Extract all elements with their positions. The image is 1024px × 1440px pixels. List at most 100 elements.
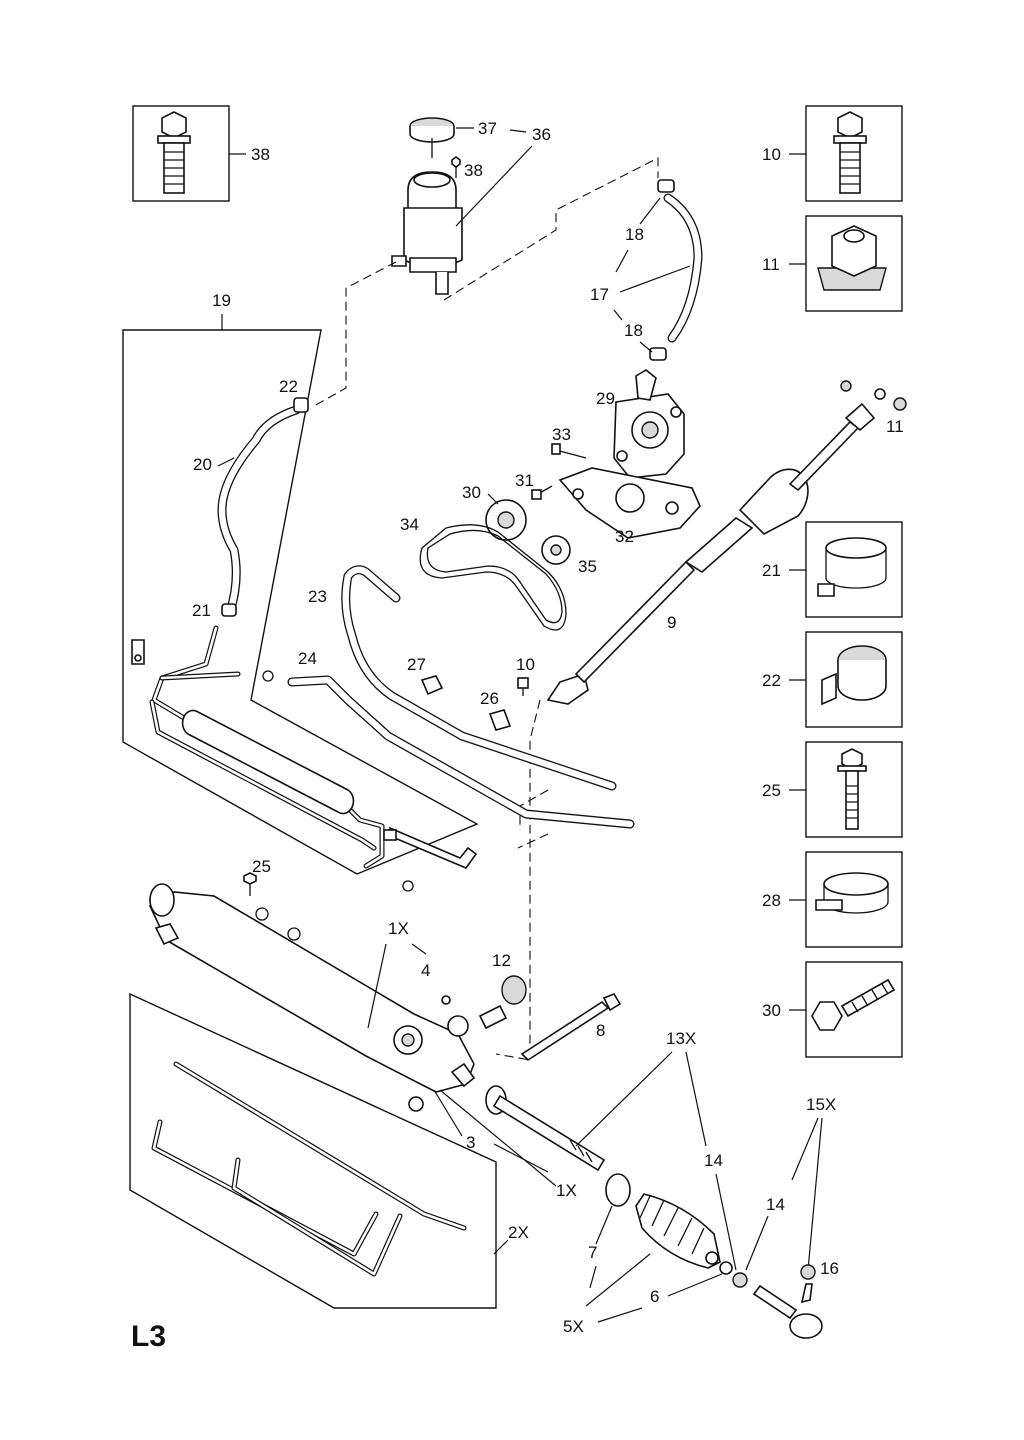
detail-box-38 — [132, 105, 230, 202]
bolt-icon — [243, 872, 257, 896]
callout-14-right: 14 — [766, 1195, 785, 1214]
bolt-icon — [517, 677, 529, 696]
callout-23: 23 — [308, 587, 327, 606]
callout-16: 16 — [820, 1259, 839, 1278]
detail-box-28 — [805, 851, 903, 948]
assembly-frame-2x — [129, 992, 497, 1309]
reservoir-icon — [391, 171, 463, 295]
callout-26: 26 — [480, 689, 499, 708]
hose-clamp-icon — [221, 603, 237, 617]
hose-icon — [341, 565, 617, 791]
bolt-icon — [451, 156, 461, 178]
callout-18-top: 18 — [625, 225, 644, 244]
callout-30: 30 — [762, 1001, 781, 1020]
callout-35: 35 — [578, 557, 597, 576]
callout-36: 36 — [532, 125, 551, 144]
callout-21: 21 — [762, 561, 781, 580]
hose-clamp-icon — [817, 537, 887, 597]
callout-19: 19 — [212, 291, 231, 310]
tie-rod-icon — [485, 1085, 606, 1172]
callout-14: 14 — [704, 1151, 723, 1170]
callout-18-bottom: 18 — [624, 321, 643, 340]
detail-box-21 — [805, 521, 903, 618]
cap-icon — [409, 117, 455, 158]
callout-17: 17 — [590, 285, 609, 304]
assembly-frame-19 — [122, 329, 479, 875]
callout-11-small: 11 — [886, 417, 904, 436]
callout-25-small: 25 — [252, 857, 271, 876]
callout-38-small: 38 — [464, 161, 483, 180]
hose-clamp-icon — [649, 347, 667, 361]
callout-25: 25 — [762, 781, 781, 800]
diagram-code: L3 — [131, 1320, 166, 1353]
power-steering-pump-icon — [613, 369, 685, 479]
callout-38: 38 — [251, 145, 270, 164]
hose-icon — [217, 405, 301, 617]
cap-icon — [501, 975, 527, 1005]
hose-icon — [287, 675, 635, 829]
steering-shaft-icon — [546, 380, 886, 705]
bolt-icon — [833, 111, 867, 194]
hose-icon — [663, 193, 703, 343]
clip-icon — [420, 675, 444, 696]
tie-rod-end-icon — [752, 1283, 823, 1339]
callout-31: 31 — [515, 471, 534, 490]
hose-clamp-icon — [605, 1173, 631, 1207]
flange-nut-icon — [719, 1261, 748, 1288]
bolt-icon — [520, 993, 622, 1062]
pulley-icon — [485, 499, 527, 541]
hose-clamp-icon — [293, 397, 309, 413]
callout-4: 4 — [421, 961, 430, 980]
callout-10-small: 10 — [516, 655, 535, 674]
bracket-icon — [383, 826, 478, 869]
flange-nut-icon — [817, 225, 887, 291]
callout-9: 9 — [667, 613, 676, 632]
callout-28: 28 — [762, 891, 781, 910]
callout-22-top: 22 — [279, 377, 298, 396]
steering-rack-icon — [148, 883, 508, 1112]
callout-3: 3 — [466, 1133, 475, 1152]
hose-clamp-icon — [815, 872, 889, 914]
callout-5x: 5X — [563, 1317, 584, 1336]
bolt-icon — [551, 443, 587, 459]
bolt-icon — [157, 111, 191, 194]
clip-icon — [131, 639, 145, 665]
callout-12: 12 — [492, 951, 511, 970]
detail-box-10 — [805, 105, 903, 202]
bracket-icon — [558, 467, 701, 539]
callout-21-left: 21 — [192, 601, 211, 620]
callout-10: 10 — [762, 145, 781, 164]
detail-box-22 — [805, 631, 903, 728]
callout-33: 33 — [552, 425, 571, 444]
pipe-set — [151, 1061, 467, 1277]
callout-11: 11 — [762, 255, 780, 274]
callout-15x: 15X — [806, 1095, 836, 1114]
flange-nut-icon — [800, 1264, 816, 1280]
bolt-icon — [531, 485, 553, 500]
callout-30-pulley: 30 — [462, 483, 481, 502]
callout-32: 32 — [615, 527, 634, 546]
detail-box-30 — [805, 961, 903, 1058]
bolt-icon — [837, 748, 867, 830]
callout-8: 8 — [596, 1021, 605, 1040]
callout-22: 22 — [762, 671, 781, 690]
boot-icon — [635, 1193, 721, 1269]
callout-7: 7 — [588, 1243, 597, 1262]
callout-24: 24 — [298, 649, 317, 668]
callout-1x: 1X — [388, 919, 409, 938]
bolt-icon — [811, 978, 896, 1031]
callout-20: 20 — [193, 455, 212, 474]
callout-34: 34 — [400, 515, 419, 534]
cooler-icon — [181, 709, 355, 815]
callout-13x: 13X — [666, 1029, 696, 1048]
drive-belt-icon — [419, 524, 567, 631]
clip-icon — [488, 709, 512, 731]
callout-27: 27 — [407, 655, 426, 674]
hose-clamp-icon — [657, 179, 675, 193]
callout-2x: 2X — [508, 1223, 529, 1242]
callout-6: 6 — [650, 1287, 659, 1306]
pulley-icon — [541, 535, 571, 565]
detail-box-25 — [805, 741, 903, 838]
callout-37: 37 — [478, 119, 497, 138]
